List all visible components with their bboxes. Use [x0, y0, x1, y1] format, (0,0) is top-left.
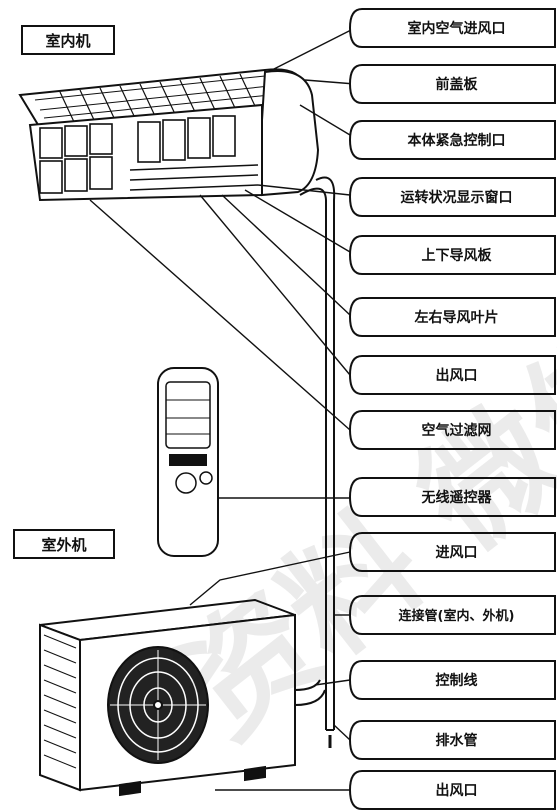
callout-label: 前盖板	[436, 76, 479, 93]
callout-item: 排水管	[348, 720, 556, 760]
callout-frame	[348, 355, 556, 395]
callout-label: 上下导风板	[422, 247, 493, 264]
indoor-unit-text: 室内机	[45, 32, 90, 50]
callout-frame	[348, 177, 556, 217]
callout-frame	[348, 235, 556, 275]
callout-label: 连接管(室内、外机)	[399, 608, 515, 624]
callout-frame	[348, 660, 556, 700]
callout-frame	[348, 532, 556, 572]
callout-frame	[348, 477, 556, 517]
callout-item: 出风口	[348, 770, 556, 810]
callout-item: 上下导风板	[348, 235, 556, 275]
callout-item: 出风口	[348, 355, 556, 395]
callout-label: 空气过滤网	[422, 422, 492, 439]
leader-lines	[89, 27, 356, 791]
callout-label: 出风口	[436, 367, 478, 384]
indoor-unit-label: 室内机	[21, 25, 115, 55]
callout-item: 无线遥控器	[348, 477, 556, 517]
callout-item: 控制线	[348, 660, 556, 700]
outdoor-unit	[39, 598, 326, 797]
callout-frame	[348, 595, 556, 635]
callout-label: 本体紧急控制口	[408, 132, 506, 149]
callout-label: 排水管	[436, 732, 478, 749]
outdoor-unit-label: 室外机	[13, 529, 115, 559]
callout-frame	[348, 8, 556, 48]
indoor-unit	[18, 68, 320, 202]
callout-item: 连接管(室内、外机)	[348, 595, 556, 635]
callout-label: 运转状况显示窗口	[401, 189, 513, 206]
callout-list: 室内空气进风口前盖板本体紧急控制口运转状况显示窗口上下导风板左右导风叶片出风口空…	[348, 8, 556, 810]
remote-control	[157, 367, 219, 557]
connecting-pipe	[299, 176, 336, 748]
callout-frame	[348, 297, 556, 337]
callout-label: 进风口	[436, 545, 478, 561]
callout-label: 控制线	[436, 672, 478, 689]
callout-item: 左右导风叶片	[348, 297, 556, 337]
callout-label: 出风口	[436, 782, 478, 799]
callout-label: 室内空气进风口	[408, 20, 506, 37]
callout-frame	[348, 120, 556, 160]
callout-item: 前盖板	[348, 64, 556, 104]
callout-item: 本体紧急控制口	[348, 120, 556, 160]
callout-frame	[348, 720, 556, 760]
callout-label: 左右导风叶片	[414, 309, 499, 326]
callout-item: 运转状况显示窗口	[348, 177, 556, 217]
callout-frame	[348, 410, 556, 450]
callout-item: 空气过滤网	[348, 410, 556, 450]
outdoor-unit-text: 室外机	[41, 536, 86, 554]
callout-frame	[348, 64, 556, 104]
callout-item: 室内空气进风口	[348, 8, 556, 48]
callout-frame	[348, 770, 556, 810]
callout-item: 进风口	[348, 532, 556, 572]
callout-label: 无线遥控器	[421, 489, 493, 506]
